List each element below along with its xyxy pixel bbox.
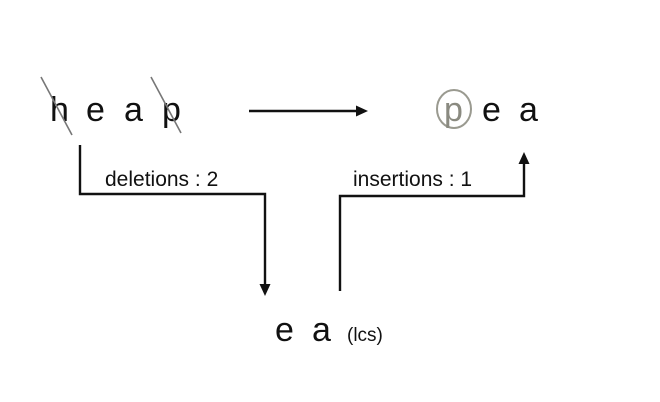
target-letter-1: p [444,91,463,129]
insertions-connector [338,152,530,291]
source-letter-3: a [124,91,143,129]
target-letter-3: a [519,91,538,129]
transform-arrow [249,105,368,117]
lcs-tag: (lcs) [347,325,383,346]
deletions-connector [78,145,271,296]
lcs-word: e a (lcs) [275,311,383,349]
deletions-label: deletions : 2 [105,168,218,191]
source-letter-2: e [86,91,105,129]
deletion-strike-2 [150,76,182,134]
deletion-strike-1 [40,76,73,136]
source-letter-4: p [162,91,181,129]
target-word: p e a [436,89,538,129]
insertion-circle [436,89,472,129]
target-letter-2: e [482,91,501,129]
lcs-letter-2: a [312,311,331,349]
insertions-label: insertions : 1 [353,168,472,191]
source-word: h e a p [40,76,182,136]
lcs-letter-1: e [275,311,294,349]
